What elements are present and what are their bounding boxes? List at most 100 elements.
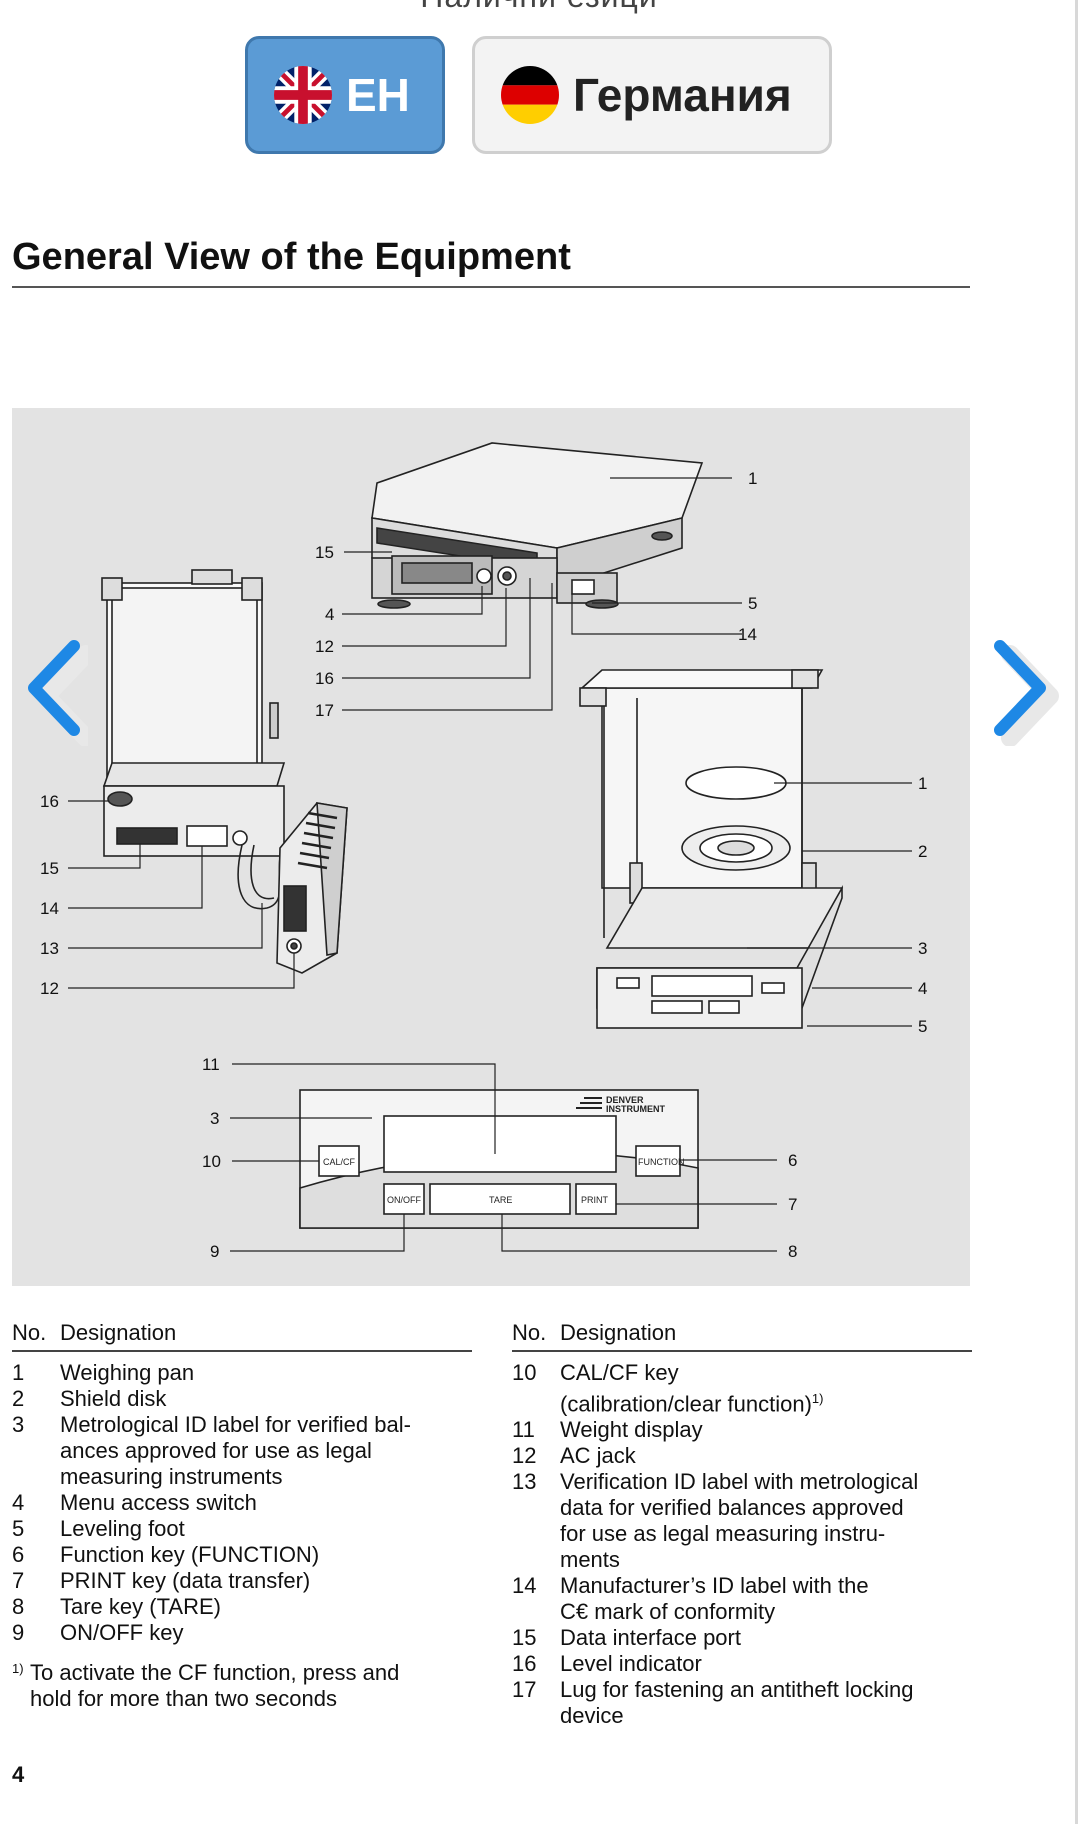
- header-designation: Designation: [60, 1320, 177, 1345]
- panel-key-function: FUNCTION: [638, 1157, 685, 1167]
- callout-panel-6: 6: [788, 1151, 797, 1170]
- row-designation: PRINT key (data transfer): [60, 1568, 472, 1594]
- row-designation-text: AC jack: [560, 1443, 636, 1469]
- panel-key-calcf: CAL/CF: [323, 1157, 356, 1167]
- germany-flag-icon: [501, 66, 559, 124]
- callout-top-1: 1: [748, 469, 757, 488]
- equipment-diagram: 1 15 4 12 16 17 5 14 16 15 14 13 12 1 2 …: [12, 408, 970, 1286]
- table-row: 6 Function key (FUNCTION): [12, 1542, 472, 1568]
- carousel-next-button[interactable]: [990, 636, 1060, 751]
- row-designation: Verification ID label with metrological …: [560, 1469, 972, 1573]
- table-row: 15 Data interface port: [512, 1625, 972, 1651]
- row-designation: ON/OFF key: [60, 1620, 472, 1646]
- row-designation-text: Lug for fastening an antitheft locking d…: [560, 1677, 914, 1729]
- row-number: 5: [12, 1516, 25, 1541]
- row-designation: Data interface port: [560, 1625, 972, 1651]
- scroll-edge: [1075, 0, 1078, 1824]
- callout-right-3: 3: [918, 939, 927, 958]
- row-designation-text: Weighing pan: [60, 1360, 195, 1385]
- callout-panel-7: 7: [788, 1195, 797, 1214]
- row-number: 9: [12, 1620, 25, 1645]
- row-designation: Leveling foot: [60, 1516, 472, 1542]
- row-designation: Metrological ID label for verified bal- …: [60, 1412, 472, 1490]
- row-number: 12: [512, 1443, 537, 1469]
- row-designation-text: ON/OFF key: [60, 1620, 184, 1645]
- row-designation-text: Menu access switch: [60, 1490, 257, 1515]
- row-designation: Level indicator: [560, 1651, 972, 1677]
- callout-panel-9: 9: [210, 1242, 219, 1261]
- header-designation: Designation: [560, 1320, 677, 1345]
- row-designation-text: Leveling foot: [60, 1516, 185, 1541]
- callout-top-4: 4: [325, 605, 334, 624]
- row-designation-text: Tare key (TARE): [60, 1594, 221, 1619]
- language-button-de[interactable]: Германия: [472, 36, 832, 154]
- callout-panel-8: 8: [788, 1242, 797, 1261]
- callout-right-5: 5: [918, 1017, 927, 1036]
- row-designation-text: Verification ID label with metrological …: [560, 1469, 919, 1573]
- table-row: 12 AC jack: [512, 1443, 972, 1469]
- table-row: 16 Level indicator: [512, 1651, 972, 1677]
- callout-right-2: 2: [918, 842, 927, 861]
- chevron-left-icon: [28, 640, 95, 747]
- row-designation-text: CAL/CF key (calibration/clear function): [560, 1360, 812, 1417]
- table-row: 14 Manufacturer’s ID label with the C€ ma…: [512, 1573, 972, 1625]
- callout-top-5: 5: [748, 594, 757, 613]
- row-number: 1: [12, 1360, 25, 1385]
- row-designation-text: Manufacturer’s ID label with the C€ mark…: [560, 1573, 869, 1625]
- carousel-prev-button[interactable]: [18, 636, 95, 751]
- table-row: 9 ON/OFF key: [12, 1620, 472, 1646]
- row-designation: Menu access switch: [60, 1490, 472, 1516]
- chevron-right-icon: [994, 640, 1059, 747]
- footnote-text: To activate the CF function, press and h…: [30, 1660, 400, 1711]
- row-designation: Manufacturer’s ID label with the C€ mark…: [560, 1573, 972, 1625]
- table-row: 5 Leveling foot: [12, 1516, 472, 1542]
- language-label-de: Германия: [573, 69, 792, 121]
- table-header: No. Designation: [512, 1320, 972, 1352]
- row-designation-text: PRINT key (data transfer): [60, 1568, 311, 1593]
- callout-panel-11: 11: [202, 1055, 220, 1074]
- panel-key-tare: TARE: [489, 1195, 512, 1205]
- callout-panel-10: 10: [202, 1152, 221, 1171]
- equipment-drawing: 1 15 4 12 16 17 5 14 16 15 14 13 12 1 2 …: [40, 442, 927, 1261]
- row-designation-text: Level indicator: [560, 1651, 702, 1677]
- panel-key-print: PRINT: [581, 1195, 609, 1205]
- callout-top-14: 14: [738, 625, 757, 644]
- row-number: 14: [512, 1573, 537, 1599]
- row-designation: Shield disk: [60, 1386, 472, 1412]
- row-designation: Function key (FUNCTION): [60, 1542, 472, 1568]
- header-no: No.: [12, 1320, 47, 1345]
- row-number: 16: [512, 1651, 537, 1677]
- footnote-reference: 1): [811, 1391, 824, 1406]
- row-designation-text: Data interface port: [560, 1625, 741, 1651]
- row-designation-text: Shield disk: [60, 1386, 167, 1411]
- row-number: 15: [512, 1625, 537, 1651]
- table-row: 1 Weighing pan: [12, 1360, 472, 1386]
- row-number: 7: [12, 1568, 25, 1593]
- callout-top-15: 15: [315, 543, 334, 562]
- table-row: 10 CAL/CF key (calibration/clear function…: [512, 1360, 972, 1417]
- row-number: 6: [12, 1542, 25, 1567]
- callout-left-16: 16: [40, 792, 59, 811]
- row-number: 10: [512, 1360, 537, 1385]
- row-designation: CAL/CF key (calibration/clear function)1…: [560, 1360, 972, 1417]
- title-divider: [12, 286, 970, 288]
- callout-left-12: 12: [40, 979, 59, 998]
- footnote-mark: 1): [12, 1661, 24, 1676]
- designation-table-right: No. Designation 10 CAL/CF key (calibratio…: [512, 1320, 972, 1729]
- uk-flag-icon: [274, 66, 332, 124]
- language-button-en[interactable]: EH: [245, 36, 445, 154]
- footnote: 1) To activate the CF function, press an…: [12, 1660, 472, 1712]
- callout-left-14: 14: [40, 899, 59, 918]
- row-designation: Tare key (TARE): [60, 1594, 472, 1620]
- table-rows: 10 CAL/CF key (calibration/clear function…: [512, 1360, 972, 1729]
- panel-key-onoff: ON/OFF: [387, 1195, 421, 1205]
- callout-top-12: 12: [315, 637, 334, 656]
